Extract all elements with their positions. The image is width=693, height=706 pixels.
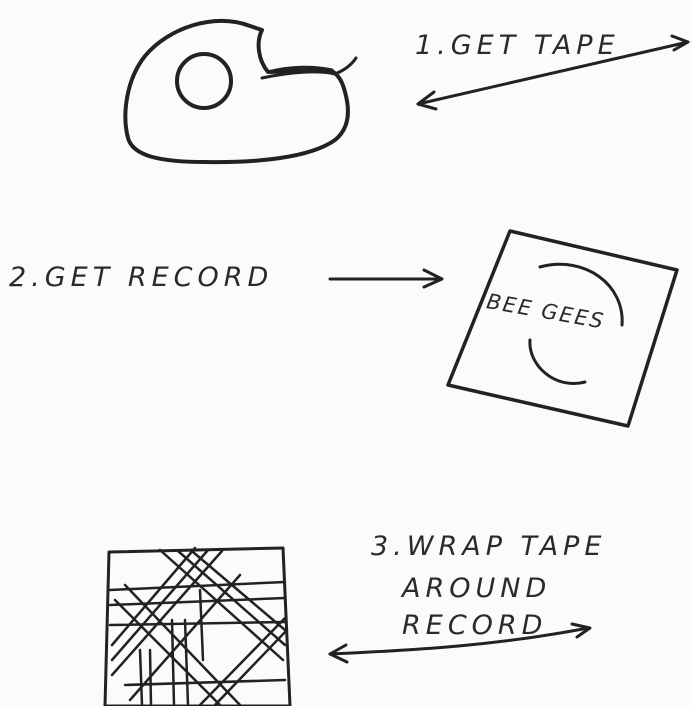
tape-dispenser-icon <box>125 21 356 162</box>
step-3-label-line-1: 3.WRAP TAPE <box>371 533 606 560</box>
step-1-label: 1.GET TAPE <box>415 32 620 59</box>
step-3-label-line-3: RECORD <box>402 612 547 639</box>
taped-record-icon <box>105 548 290 706</box>
step-3-label-line-2: AROUND <box>402 575 551 602</box>
record-title: BEE GEES <box>485 289 607 333</box>
arrow-to-record-icon <box>330 270 442 287</box>
record-sleeve-icon: BEE GEES <box>448 231 677 426</box>
step-2-label: 2.GET RECORD <box>9 264 273 291</box>
